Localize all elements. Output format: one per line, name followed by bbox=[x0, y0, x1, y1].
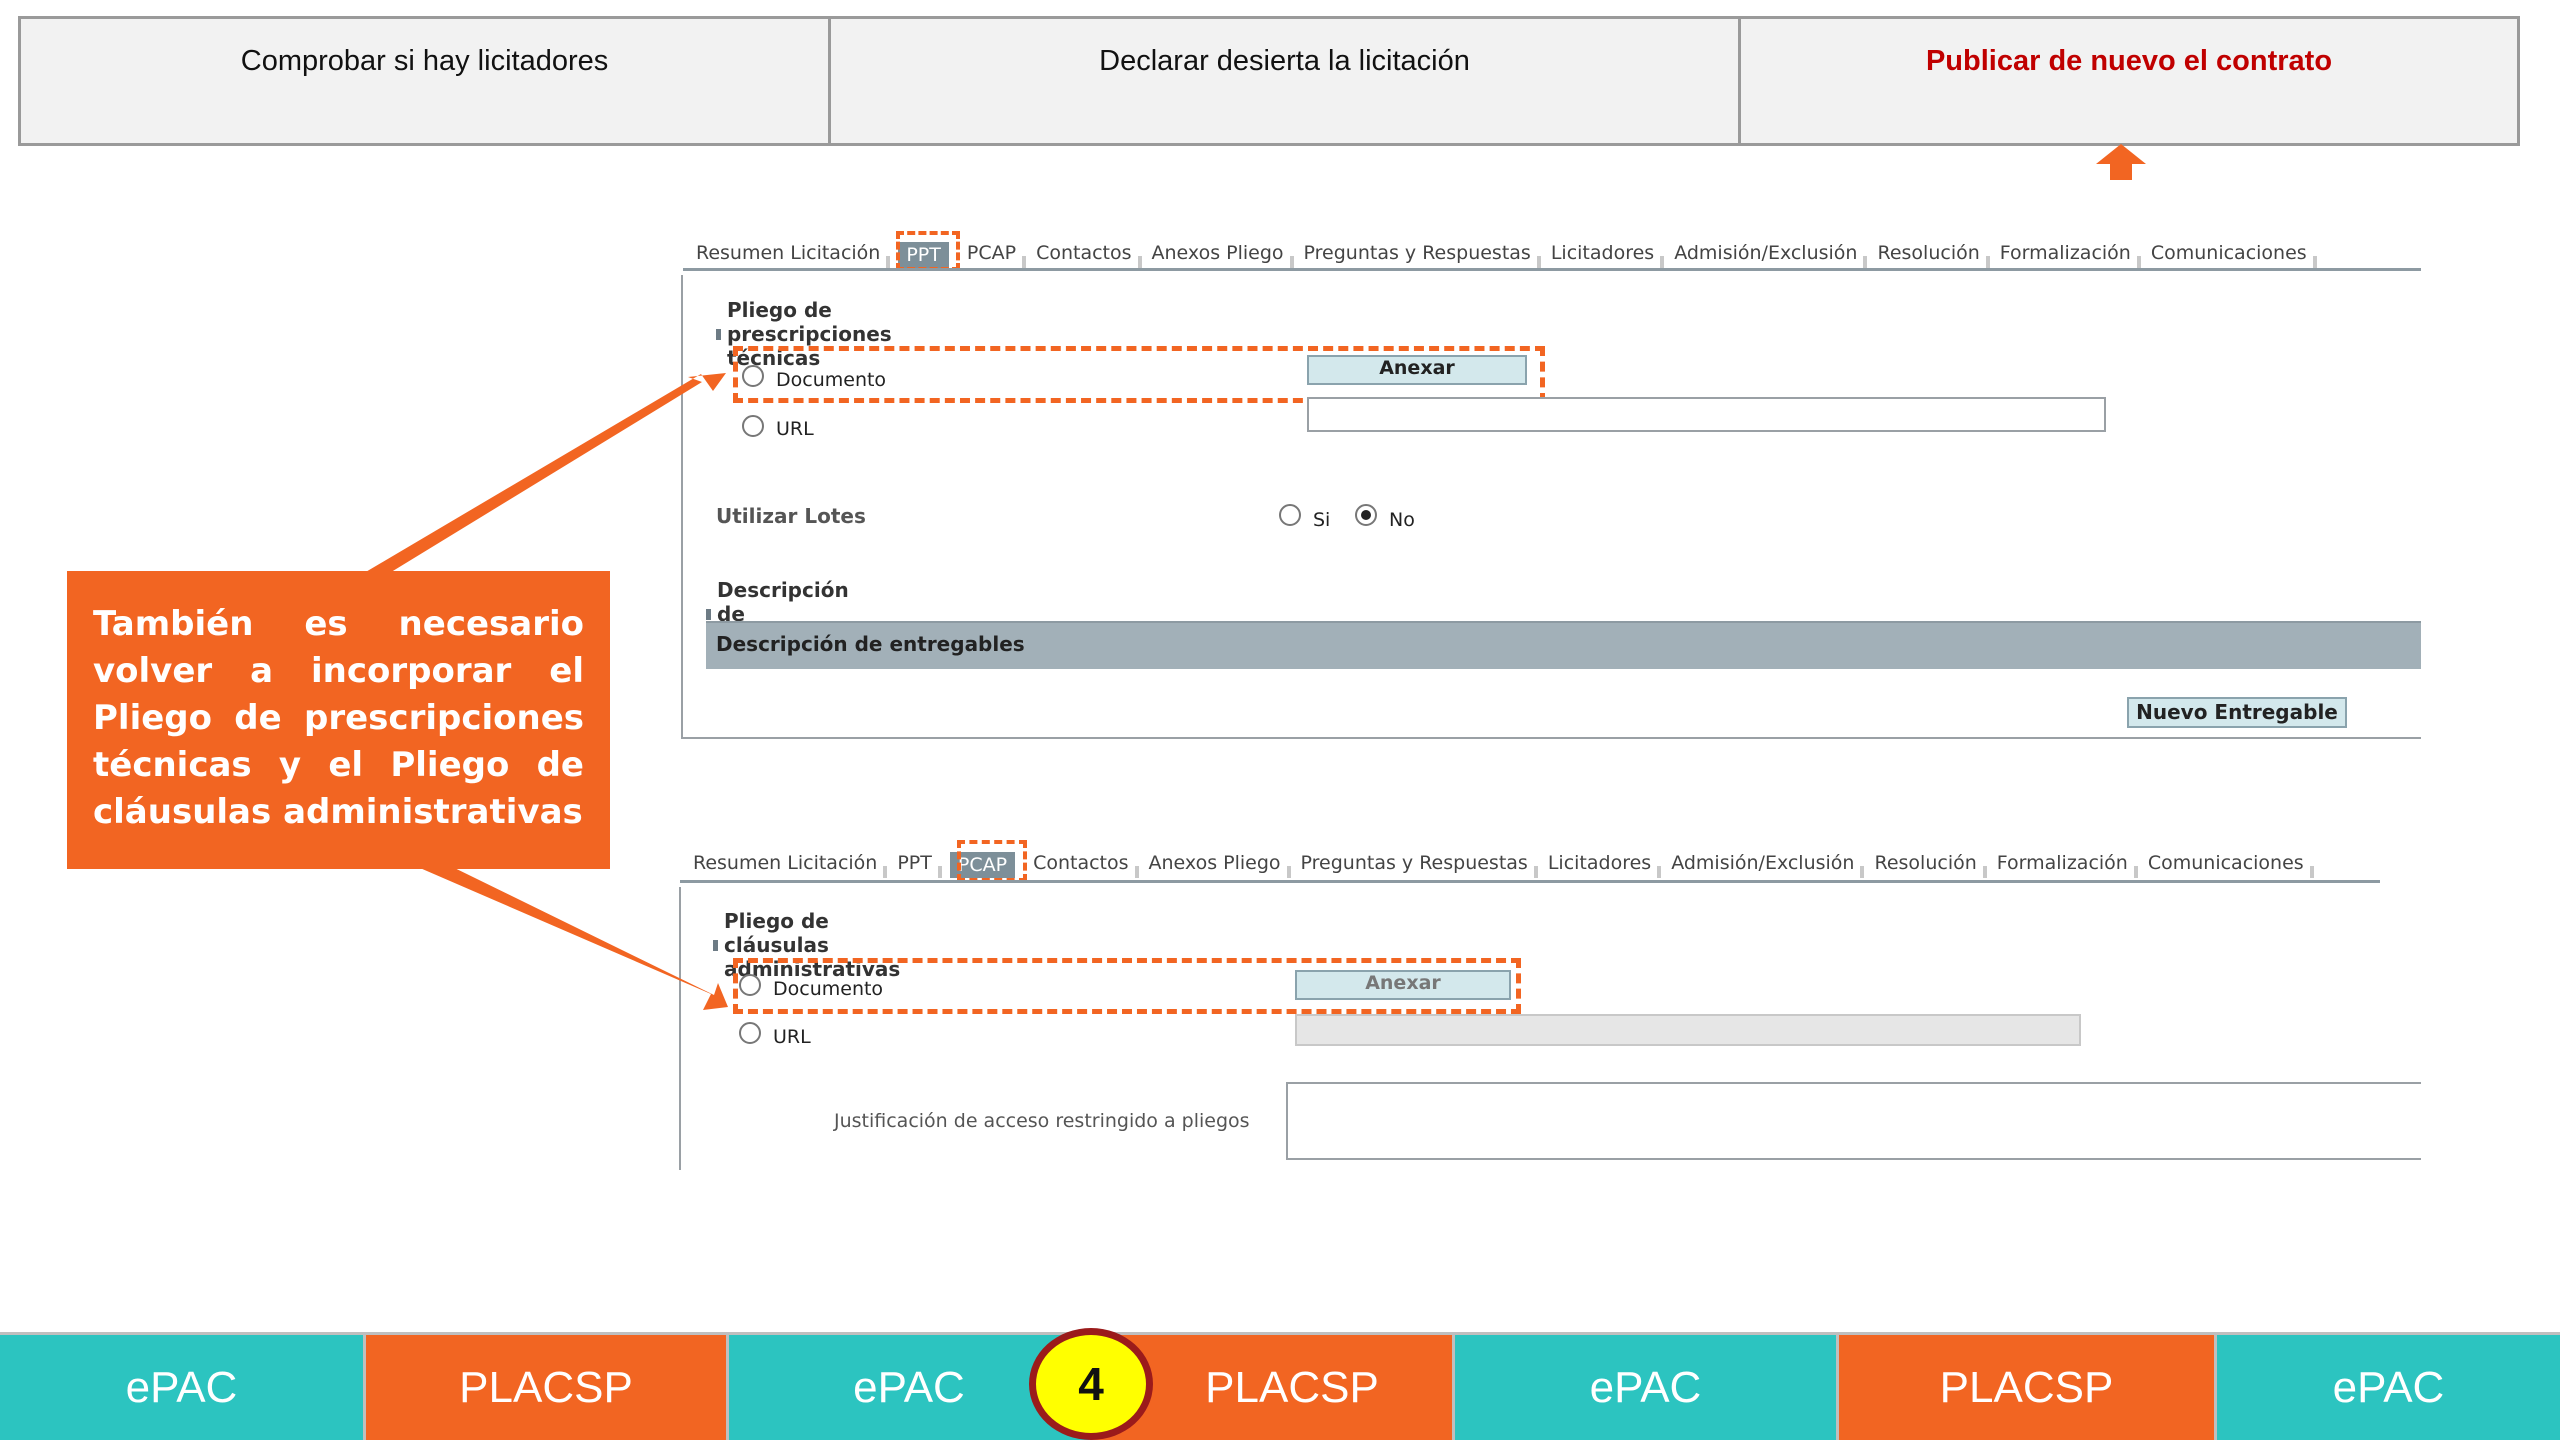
process-steps-bar: Comprobar si hay licitadores Declarar de… bbox=[18, 16, 2520, 146]
pcap-tab-underline bbox=[680, 880, 2380, 883]
tab-anexos-pliego[interactable]: Anexos Pliego bbox=[1139, 852, 1291, 878]
entregables-table-header: Descripción de entregables bbox=[706, 621, 2421, 669]
section-square-icon bbox=[706, 608, 712, 620]
pcap-anexar-button[interactable]: Anexar bbox=[1295, 970, 1511, 1000]
tab-preguntas-respuestas[interactable]: Preguntas y Respuestas bbox=[1291, 852, 1539, 878]
justificacion-label: Justificación de acceso restringido a pl… bbox=[834, 1110, 1250, 1132]
ppt-documento-highlight bbox=[733, 346, 1545, 403]
nav-placsp-2[interactable]: PLACSP bbox=[1089, 1335, 1452, 1440]
pcap-radio-url[interactable] bbox=[739, 1022, 761, 1044]
lotes-label: Utilizar Lotes bbox=[716, 504, 866, 528]
pcap-radio-documento[interactable] bbox=[739, 974, 761, 996]
tab-admision-exclusion[interactable]: Admisión/Exclusión bbox=[1661, 852, 1865, 878]
tab-resumen-licitacion[interactable]: Resumen Licitación bbox=[683, 852, 888, 878]
tab-contactos[interactable]: Contactos bbox=[1023, 852, 1139, 878]
ppt-url-input[interactable] bbox=[1307, 397, 2106, 432]
lotes-label-no: No bbox=[1389, 509, 1415, 531]
section-square-icon bbox=[716, 328, 721, 340]
up-arrow-icon bbox=[2096, 144, 2146, 180]
ppt-label-documento: Documento bbox=[776, 369, 887, 391]
ppt-tab-highlight bbox=[896, 231, 960, 271]
tab-formalizacion[interactable]: Formalización bbox=[1990, 242, 2141, 268]
nav-placsp-3[interactable]: PLACSP bbox=[1836, 1335, 2214, 1440]
step-comprobar-licitadores: Comprobar si hay licitadores bbox=[240, 45, 609, 77]
tab-ppt[interactable]: PPT bbox=[887, 852, 942, 878]
nuevo-entregable-button[interactable]: Nuevo Entregable bbox=[2127, 697, 2347, 728]
arrow-to-ppt-icon bbox=[364, 373, 726, 585]
flow-navigation-bar: ePAC PLACSP ePAC PLACSP ePAC PLACSP ePAC bbox=[0, 1332, 2560, 1440]
ppt-label-url: URL bbox=[776, 418, 814, 440]
ppt-panel bbox=[681, 275, 2421, 739]
ppt-anexar-button[interactable]: Anexar bbox=[1307, 355, 1527, 385]
ppt-tab-bar: Resumen Licitación PPT PCAP Contactos An… bbox=[686, 234, 2317, 268]
instruction-callout: También es necesario volver a incorporar… bbox=[67, 571, 610, 869]
tab-contactos[interactable]: Contactos bbox=[1026, 242, 1142, 268]
pcap-tab-bar: Resumen Licitación PPT PCAP Contactos An… bbox=[683, 844, 2314, 878]
nav-epac-2[interactable]: ePAC bbox=[726, 1335, 1089, 1440]
ppt-tab-underline bbox=[683, 268, 2421, 271]
pcap-panel bbox=[679, 887, 2421, 1170]
tab-preguntas-respuestas[interactable]: Preguntas y Respuestas bbox=[1294, 242, 1542, 268]
tab-ppt[interactable]: PPT bbox=[898, 242, 949, 268]
lotes-radio-no[interactable] bbox=[1355, 504, 1377, 526]
tab-admision-exclusion[interactable]: Admisión/Exclusión bbox=[1664, 242, 1868, 268]
tab-licitadores[interactable]: Licitadores bbox=[1538, 852, 1662, 878]
current-step-badge: 4 bbox=[1029, 1328, 1153, 1440]
pcap-tab-highlight bbox=[957, 840, 1027, 882]
nav-epac-3[interactable]: ePAC bbox=[1452, 1335, 1836, 1440]
nav-epac-4[interactable]: ePAC bbox=[2214, 1335, 2560, 1440]
pcap-label-url: URL bbox=[773, 1026, 811, 1048]
tab-pcap[interactable]: PCAP bbox=[957, 242, 1027, 268]
ppt-radio-documento[interactable] bbox=[742, 365, 764, 387]
nav-placsp-1[interactable]: PLACSP bbox=[363, 1335, 726, 1440]
section-square-icon bbox=[713, 939, 719, 951]
tab-resolucion[interactable]: Resolución bbox=[1867, 242, 1991, 268]
tab-licitadores[interactable]: Licitadores bbox=[1541, 242, 1665, 268]
tab-anexos-pliego[interactable]: Anexos Pliego bbox=[1142, 242, 1294, 268]
tab-formalizacion[interactable]: Formalización bbox=[1987, 852, 2138, 878]
pcap-documento-highlight bbox=[733, 958, 1521, 1014]
pcap-url-input[interactable] bbox=[1295, 1014, 2081, 1046]
tab-comunicaciones[interactable]: Comunicaciones bbox=[2141, 242, 2317, 268]
tab-comunicaciones[interactable]: Comunicaciones bbox=[2138, 852, 2314, 878]
justificacion-input[interactable] bbox=[1286, 1082, 2421, 1160]
tab-resolucion[interactable]: Resolución bbox=[1864, 852, 1988, 878]
lotes-radio-si[interactable] bbox=[1279, 504, 1301, 526]
ppt-radio-url[interactable] bbox=[742, 415, 764, 437]
step-publicar-de-nuevo: Publicar de nuevo el contrato bbox=[1738, 19, 2517, 143]
pcap-label-documento: Documento bbox=[773, 978, 884, 1000]
lotes-label-si: Si bbox=[1313, 509, 1331, 531]
nav-epac-1[interactable]: ePAC bbox=[0, 1335, 363, 1440]
tab-resumen-licitacion[interactable]: Resumen Licitación bbox=[686, 242, 891, 268]
step-declarar-desierta: Declarar desierta la licitación bbox=[828, 19, 1738, 143]
